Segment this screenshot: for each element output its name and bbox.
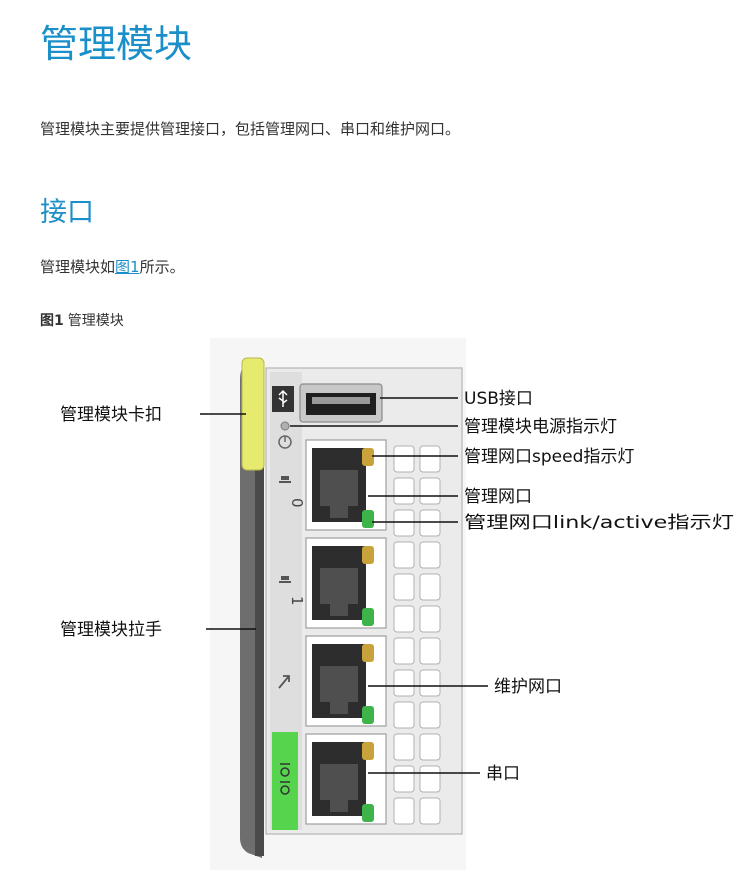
callout-link-led: 管理网口link/active指示灯 xyxy=(464,513,734,533)
network-icon-0 xyxy=(279,476,291,483)
port-label-1: 1 xyxy=(288,596,306,606)
caption-text: 管理模块 xyxy=(67,313,124,329)
maint-port xyxy=(305,635,387,727)
callout-power-led: 管理模块电源指示灯 xyxy=(464,417,617,437)
intro-text: 管理模块主要提供管理接口，包括管理网口、串口和维护网口。 xyxy=(40,120,461,138)
ref-prefix: 管理模块如 xyxy=(40,258,116,276)
callout-handle: 管理模块拉手 xyxy=(60,620,162,640)
callout-maint-port: 维护网口 xyxy=(494,677,562,697)
network-icon-1 xyxy=(279,576,291,583)
link-led xyxy=(362,510,374,528)
port-label-0: 0 xyxy=(288,498,306,508)
usb-symbol-icon xyxy=(278,389,288,407)
figure-link[interactable]: 图1 xyxy=(115,258,140,276)
vent-grid xyxy=(393,445,441,825)
serial-tag xyxy=(272,732,298,830)
mgmt-port-1 xyxy=(305,537,387,629)
callout-lines xyxy=(200,397,488,774)
serial-icon xyxy=(280,763,290,795)
figure-reference: 管理模块如图1所示。 xyxy=(40,256,185,277)
caption-label: 图1 xyxy=(40,313,64,329)
handle-edge xyxy=(255,362,264,856)
power-led xyxy=(280,421,290,431)
page-title: 管理模块 xyxy=(40,22,193,66)
callout-usb: USB接口 xyxy=(464,389,533,409)
wrench-icon xyxy=(278,675,290,689)
callout-serial: 串口 xyxy=(486,764,520,784)
section-heading: 接口 xyxy=(40,197,94,228)
callout-speed-led: 管理网口speed指示灯 xyxy=(464,447,634,467)
callout-mgmt-port: 管理网口 xyxy=(464,487,532,507)
serial-port xyxy=(305,733,387,825)
usb-tongue xyxy=(312,397,370,404)
mgmt-port-0 xyxy=(305,439,387,531)
speed-led xyxy=(362,448,374,466)
callout-latch: 管理模块卡扣 xyxy=(60,405,162,425)
ref-suffix: 所示。 xyxy=(139,258,185,276)
